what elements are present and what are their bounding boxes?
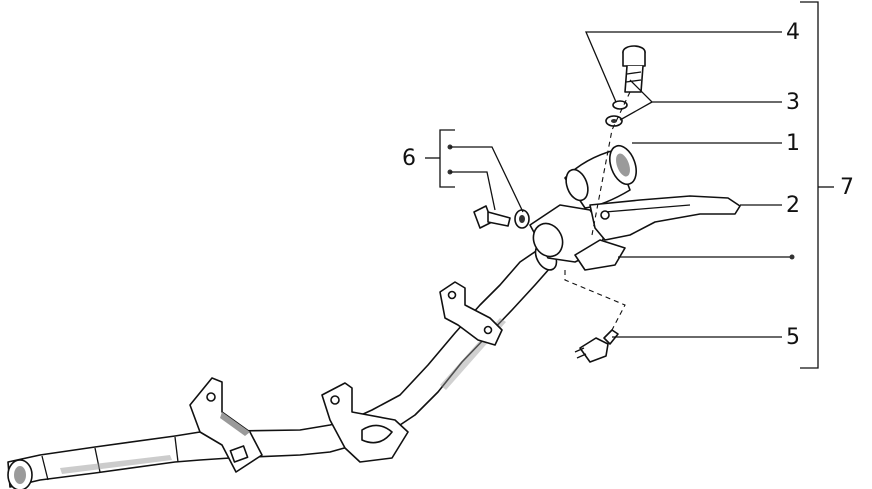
- stop-switch-part-5: [574, 329, 619, 363]
- callout-4: 4: [786, 20, 800, 45]
- brake-lever: [589, 195, 741, 241]
- lever-housing: [529, 144, 637, 271]
- screw-part-4: [622, 45, 646, 93]
- callout-2: 2: [786, 193, 800, 218]
- bolt-part-6: [473, 205, 530, 229]
- callout-6: 6: [402, 146, 416, 171]
- callout-7: 7: [840, 175, 854, 200]
- callout-1: 1: [786, 131, 800, 156]
- mounting-bracket-upper: [439, 281, 503, 346]
- callout-5: 5: [786, 325, 800, 350]
- mounting-bracket-left: [189, 377, 263, 473]
- washer-part-3: [605, 100, 628, 127]
- callout-3: 3: [786, 90, 800, 115]
- leader-lines: [425, 1, 834, 369]
- assembly-dash-switch: [564, 270, 626, 331]
- mounting-bracket-center: [321, 382, 409, 463]
- handlebar-tube: [7, 243, 558, 489]
